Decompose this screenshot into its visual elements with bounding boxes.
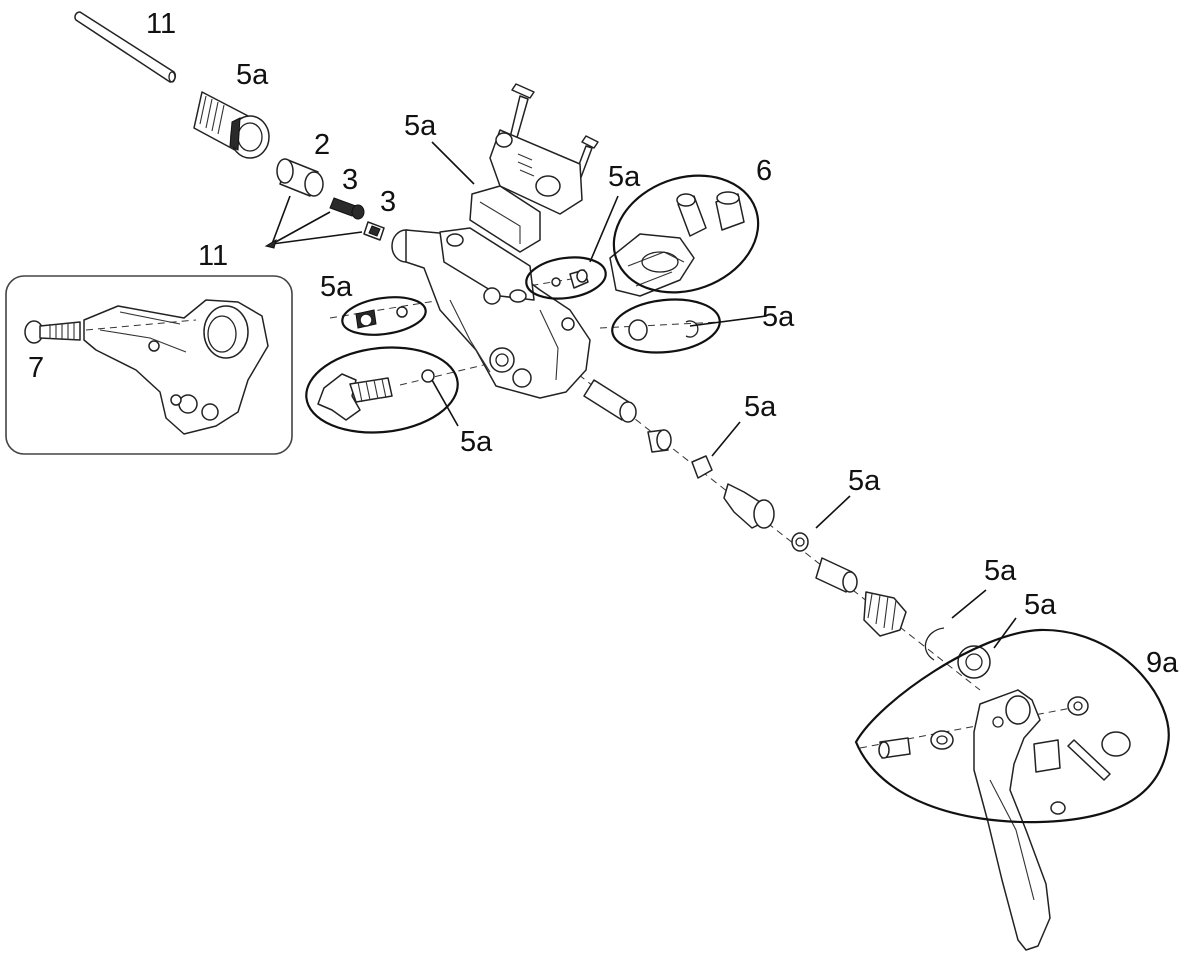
label-inset-bolt: 7 — [28, 352, 44, 384]
reservoir-cap-part — [469, 83, 599, 253]
label-piston-seal: 5a — [848, 465, 881, 497]
label-port-kit: 5a — [404, 110, 437, 142]
inset-bolt-part — [24, 320, 81, 344]
label-reservoir-cap: 6 — [756, 155, 772, 187]
inset-pointer-lines — [264, 195, 363, 249]
label-inset: 11 — [198, 240, 228, 272]
label-hose-fitting: 5a — [236, 59, 269, 91]
label-reach-adjust-kit: 5a — [460, 426, 493, 458]
clip-kit-part — [611, 298, 721, 354]
bolt-a-part — [329, 197, 365, 220]
label-clip-kit: 5a — [762, 301, 795, 333]
label-piston-cup: 5a — [744, 391, 777, 423]
bolt-b-part — [363, 221, 385, 241]
hose-part — [74, 11, 177, 83]
label-lever-kit: 9a — [1146, 647, 1179, 679]
barb-part — [276, 158, 324, 197]
label-hose: 11 — [146, 8, 176, 40]
lever-blade-kit-part — [854, 628, 1170, 951]
label-lever-bushing: 5a — [1024, 589, 1057, 621]
reach-adjust-kit-part — [305, 346, 459, 434]
label-lever-clip: 5a — [984, 555, 1017, 587]
leader-lines — [431, 141, 1017, 649]
hose-fitting-part — [193, 91, 270, 159]
lever-body-part — [391, 227, 591, 399]
piston-stack-part — [583, 379, 945, 661]
body-seal-kit-part — [341, 296, 427, 336]
label-bolt-b: 3 — [380, 186, 396, 218]
label-body-seal: 5a — [320, 271, 353, 303]
inset-clamp-part — [83, 299, 269, 435]
label-bleed-kit-left: 5a — [608, 161, 641, 193]
reservoir-cap-kit-part — [609, 174, 760, 297]
label-bolt-a: 3 — [342, 164, 358, 196]
label-barb: 2 — [314, 129, 330, 161]
port-kit-part — [525, 256, 607, 300]
inset-panel — [5, 275, 293, 455]
